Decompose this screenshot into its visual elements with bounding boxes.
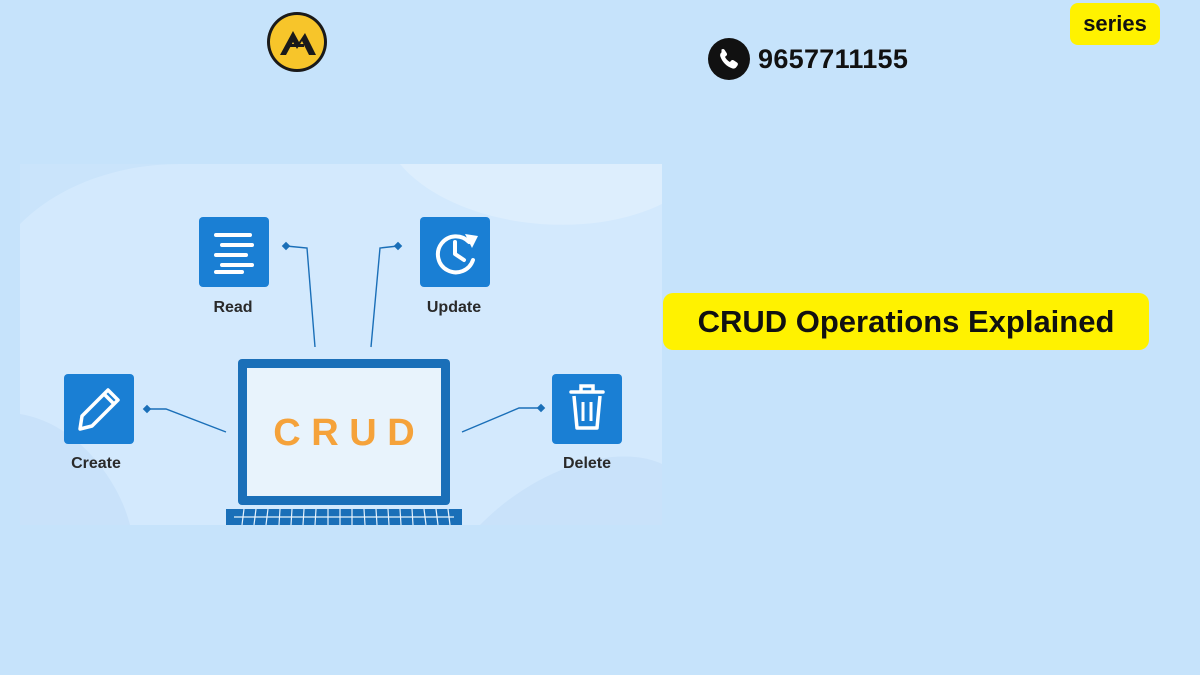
read-label: Read [213, 299, 252, 316]
laptop-keyboard [234, 508, 454, 525]
logo-icon [266, 11, 328, 73]
delete-icon [552, 374, 622, 444]
connector-lines [147, 245, 541, 433]
series-badge: series [1070, 3, 1160, 45]
update-label: Update [427, 299, 481, 316]
crud-label: C R U D [273, 412, 414, 454]
update-icon [420, 217, 490, 287]
phone-contact: 9657711155 [708, 38, 908, 80]
laptop-icon: C R U D [226, 359, 462, 525]
phone-icon [708, 38, 750, 80]
crud-diagram: Read Update Create Delete [20, 164, 662, 525]
page-title: CRUD Operations Explained [663, 293, 1149, 350]
read-icon [199, 217, 269, 287]
delete-label: Delete [563, 455, 611, 472]
create-icon [64, 374, 134, 444]
create-label: Create [71, 455, 121, 472]
phone-number: 9657711155 [758, 43, 909, 74]
